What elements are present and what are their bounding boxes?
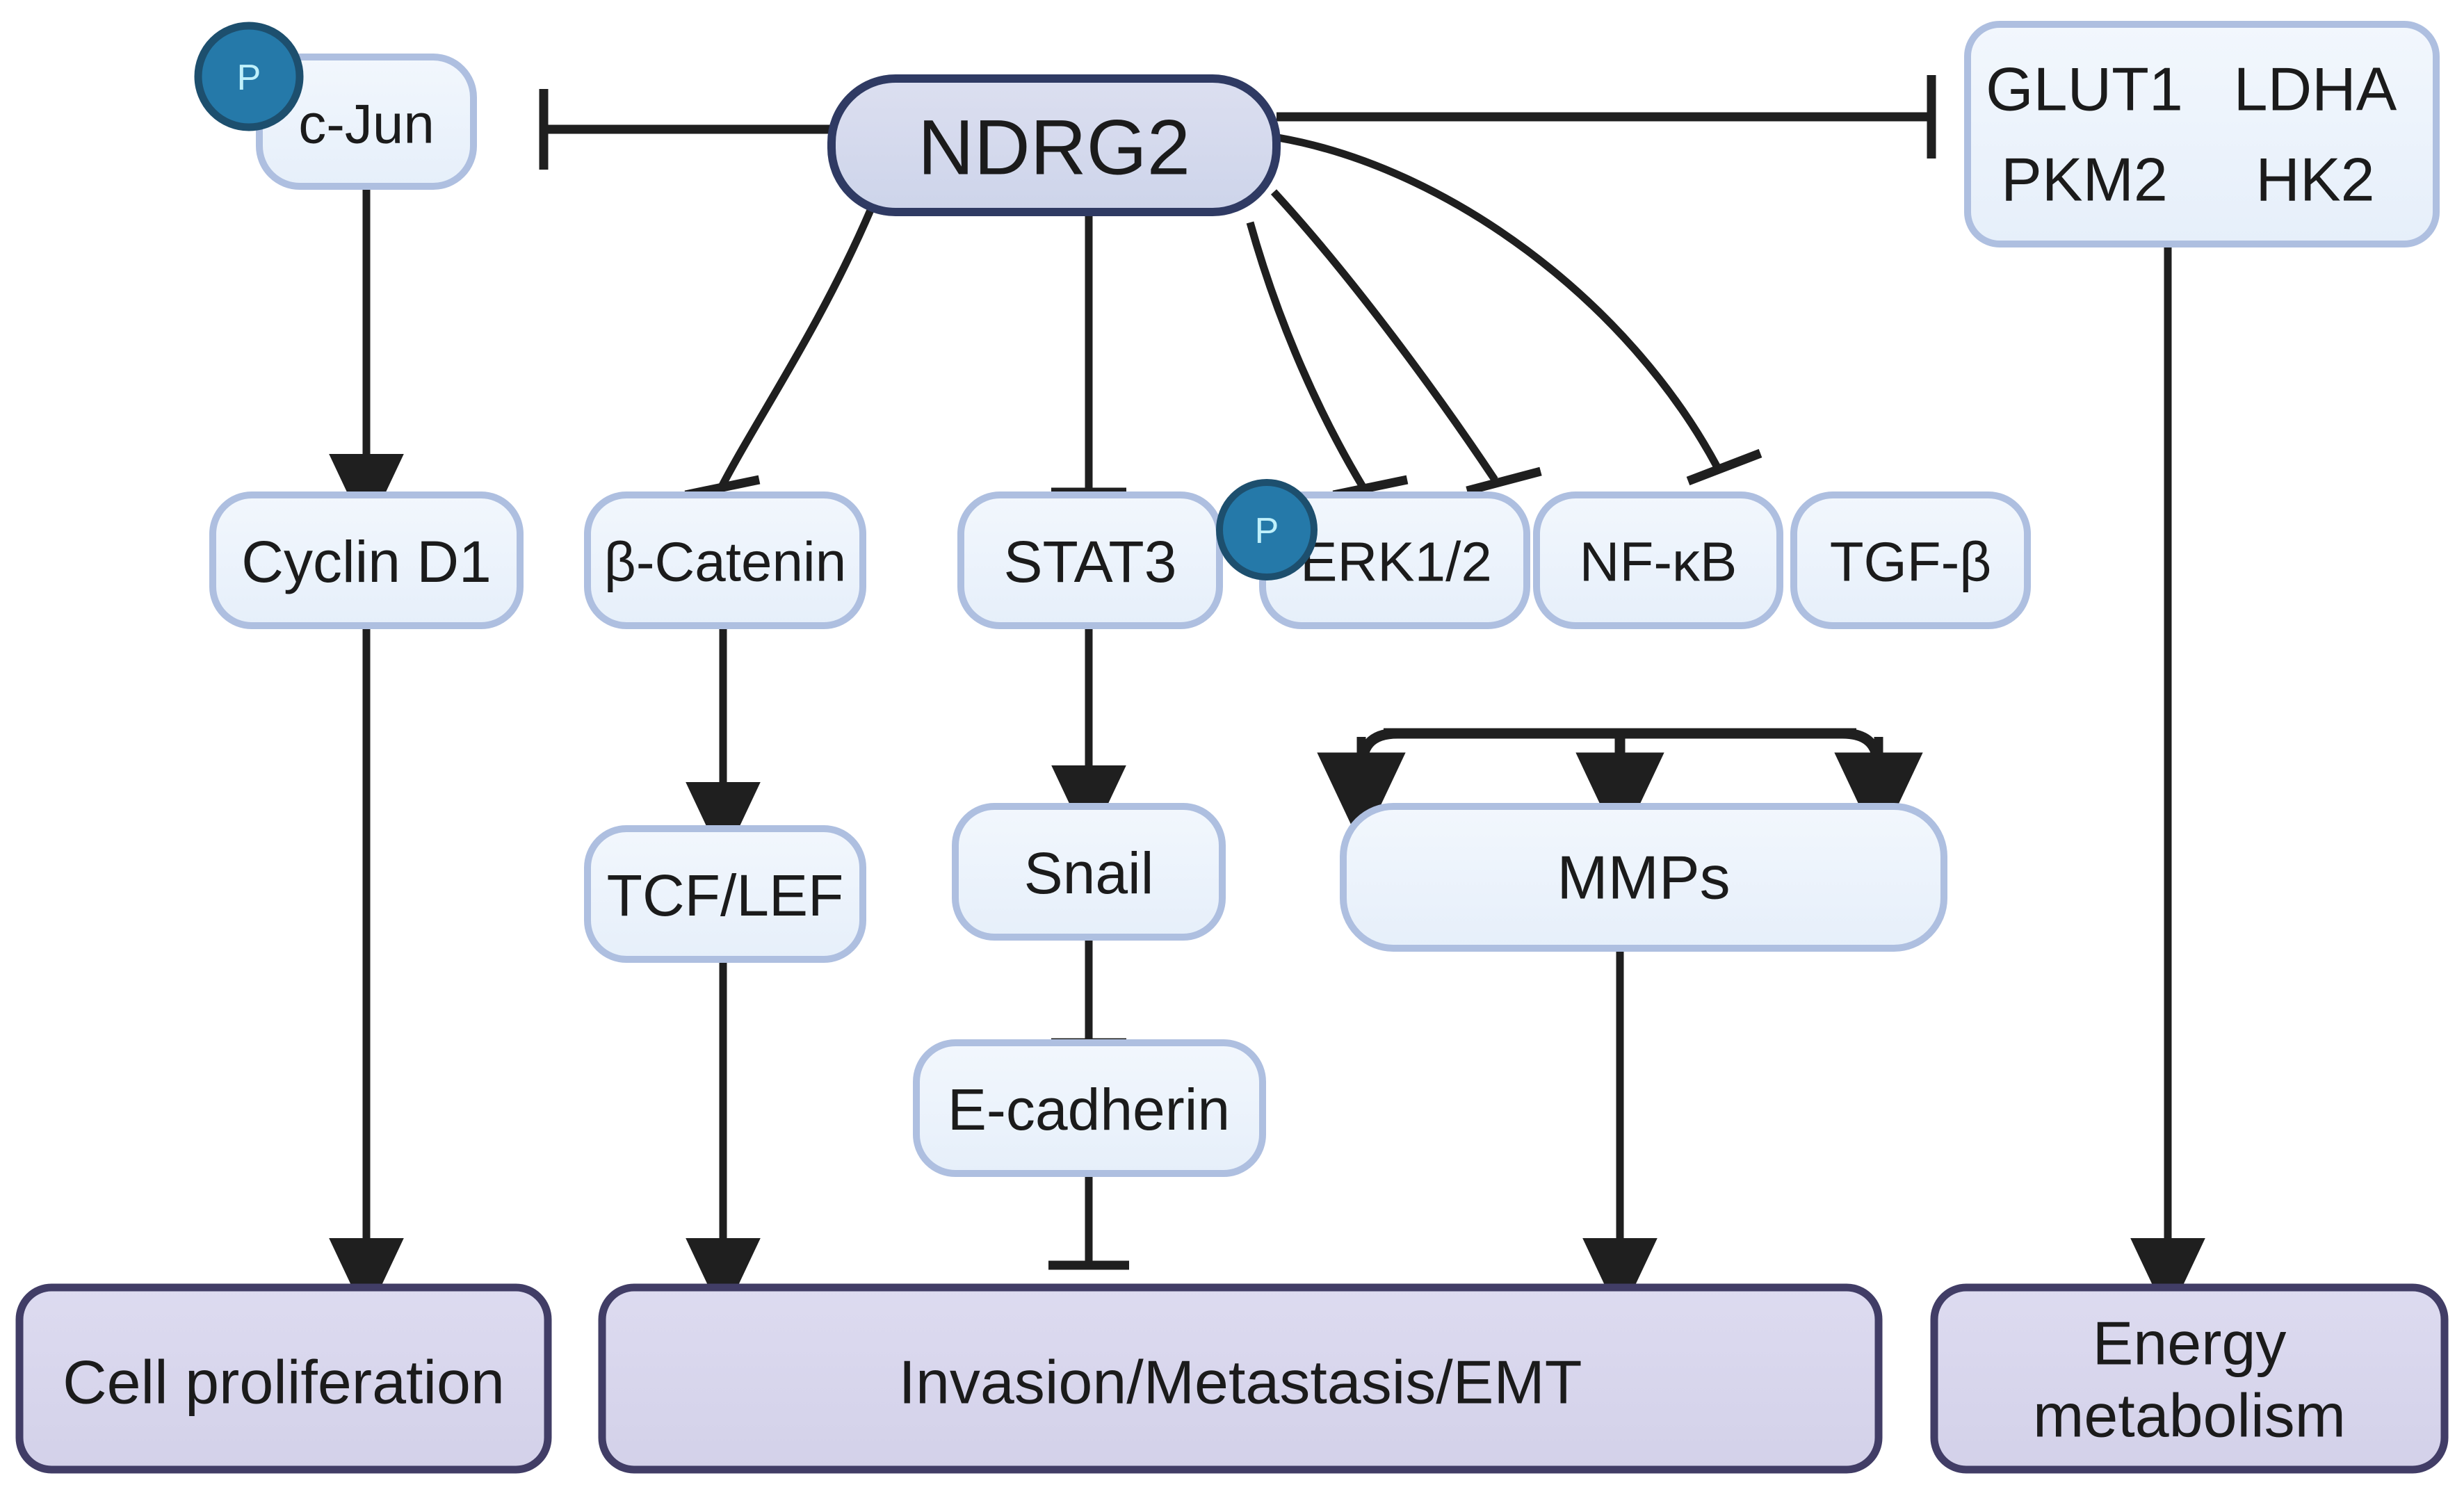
phospho-badge-c-jun: P bbox=[194, 22, 304, 131]
node-c-jun[interactable]: c-Jun bbox=[256, 54, 477, 190]
node-tgf-beta-shape[interactable] bbox=[1790, 491, 2031, 629]
node-energy-metabolism-shape[interactable] bbox=[1930, 1283, 2449, 1474]
node-snail-shape[interactable] bbox=[952, 803, 1226, 941]
node-stat3-shape[interactable] bbox=[957, 491, 1223, 629]
node-beta-catenin-label: β-Catenin bbox=[604, 531, 846, 593]
node-mmps[interactable]: MMPs bbox=[1340, 803, 1947, 952]
node-e-cadherin[interactable]: E-cadherin bbox=[913, 1039, 1266, 1177]
node-nf-kb[interactable]: NF-κB bbox=[1533, 491, 1783, 629]
node-nf-kb-label: NF-κB bbox=[1580, 531, 1737, 593]
node-metabolites-hk2: HK2 bbox=[2255, 145, 2374, 214]
node-cell-proliferation-shape[interactable] bbox=[15, 1283, 552, 1474]
node-energy-metabolism-label-1: Energy bbox=[2093, 1309, 2287, 1378]
node-nf-kb-shape[interactable] bbox=[1533, 491, 1783, 629]
node-ndrg2-shape[interactable] bbox=[827, 74, 1281, 216]
node-cyclin-d1[interactable]: Cyclin D1 bbox=[209, 491, 524, 629]
node-tcf-lef-label: TCF/LEF bbox=[607, 863, 844, 928]
node-stat3[interactable]: STAT3 bbox=[957, 491, 1223, 629]
node-invasion-label: Invasion/Metastasis/EMT bbox=[899, 1348, 1582, 1417]
node-metabolites-glut1: GLUT1 bbox=[1986, 55, 2183, 124]
node-ndrg2[interactable]: NDRG2 bbox=[827, 74, 1281, 216]
node-snail-label: Snail bbox=[1024, 840, 1154, 906]
node-metabolites[interactable]: GLUT1 LDHA PKM2 HK2 bbox=[1964, 21, 2440, 247]
node-energy-metabolism[interactable]: Energy metabolism bbox=[1930, 1283, 2449, 1474]
node-c-jun-label: c-Jun bbox=[298, 93, 435, 155]
edge-ndrg2-inhibits-nf-kb bbox=[1270, 189, 1542, 496]
phospho-icon bbox=[1216, 479, 1318, 580]
node-metabolites-ldha: LDHA bbox=[2234, 55, 2397, 124]
node-tcf-lef-shape[interactable] bbox=[584, 825, 866, 963]
node-metabolites-pkm2: PKM2 bbox=[2001, 145, 2168, 214]
phospho-icon bbox=[194, 22, 304, 131]
node-metabolites-shape[interactable] bbox=[1964, 21, 2440, 247]
node-erk12[interactable]: ERK1/2 bbox=[1259, 491, 1530, 629]
node-cell-proliferation-label: Cell proliferation bbox=[63, 1348, 505, 1417]
node-e-cadherin-label: E-cadherin bbox=[948, 1077, 1230, 1142]
node-tcf-lef[interactable]: TCF/LEF bbox=[584, 825, 866, 963]
node-invasion-shape[interactable] bbox=[598, 1283, 1883, 1474]
node-beta-catenin-shape[interactable] bbox=[584, 491, 866, 629]
phospho-label: P bbox=[1255, 511, 1279, 551]
node-erk12-label: ERK1/2 bbox=[1300, 531, 1492, 593]
edge-ndrg2-inhibits-c-jun bbox=[539, 89, 832, 170]
edge-bracket-to-mmps bbox=[1317, 728, 1923, 847]
node-e-cadherin-shape[interactable] bbox=[913, 1039, 1266, 1177]
node-ndrg2-label: NDRG2 bbox=[918, 104, 1190, 191]
phospho-badge-erk12: P bbox=[1216, 479, 1318, 580]
edge-ndrg2-inhibits-metabolites bbox=[1276, 75, 1936, 159]
node-tgf-beta[interactable]: TGF-β bbox=[1790, 491, 2031, 629]
node-mmps-label: MMPs bbox=[1557, 843, 1730, 912]
phospho-label: P bbox=[237, 58, 261, 98]
node-invasion[interactable]: Invasion/Metastasis/EMT bbox=[598, 1283, 1883, 1474]
node-energy-metabolism-label-2: metabolism bbox=[2033, 1381, 2346, 1450]
node-stat3-label: STAT3 bbox=[1004, 529, 1177, 594]
node-mmps-shape[interactable] bbox=[1340, 803, 1947, 952]
node-cyclin-d1-shape[interactable] bbox=[209, 491, 524, 629]
node-beta-catenin[interactable]: β-Catenin bbox=[584, 491, 866, 629]
edge-layer bbox=[329, 75, 2205, 1318]
node-cell-proliferation[interactable]: Cell proliferation bbox=[15, 1283, 552, 1474]
node-snail[interactable]: Snail bbox=[952, 803, 1226, 941]
node-tgf-beta-label: TGF-β bbox=[1830, 531, 1992, 593]
node-cyclin-d1-label: Cyclin D1 bbox=[241, 529, 491, 594]
edge-ndrg2-inhibits-tgf-beta bbox=[1277, 133, 1762, 486]
